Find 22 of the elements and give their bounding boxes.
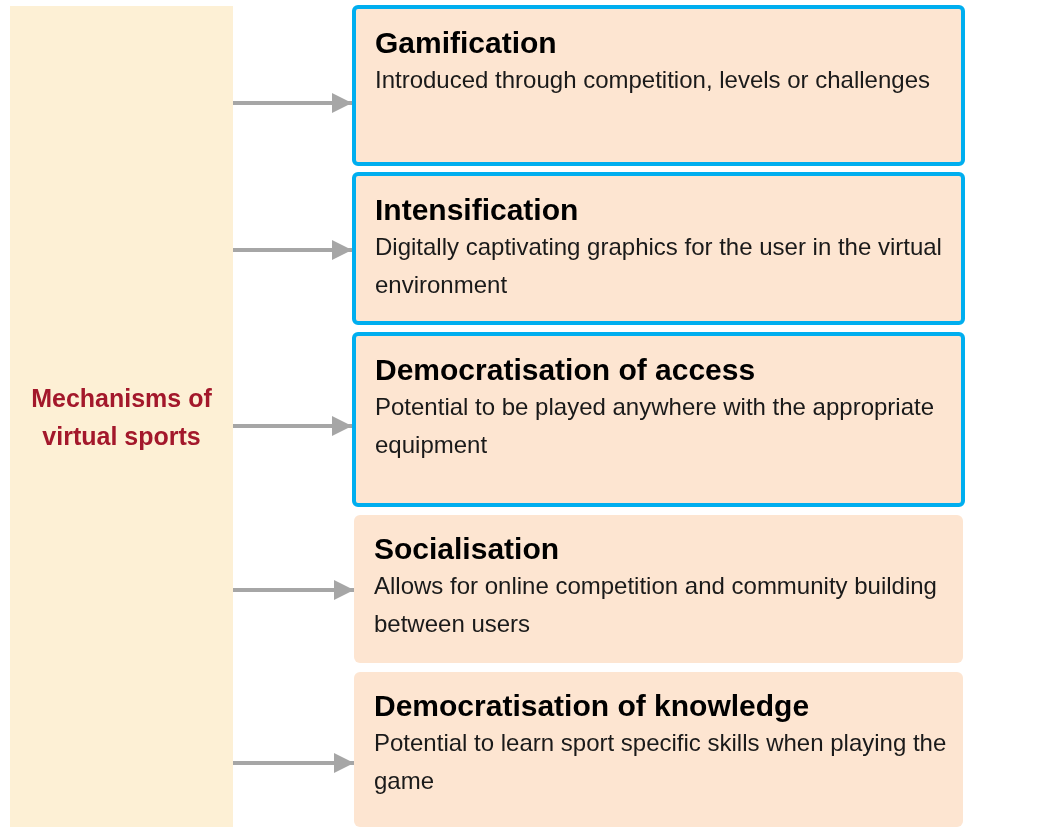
arrow xyxy=(233,580,354,600)
mechanism-description: Allows for online competition and community building between users xyxy=(374,571,938,639)
mechanism-description: Potential to be played anywhere with the appropriate equipment xyxy=(375,392,936,460)
mechanism-card xyxy=(354,672,963,827)
mechanism-card xyxy=(352,5,965,166)
arrow xyxy=(233,753,354,773)
arrow xyxy=(233,240,352,260)
mechanism-card xyxy=(352,172,965,325)
mechanism-heading: Democratisation of knowledge xyxy=(374,688,811,724)
arrow xyxy=(233,93,352,113)
mechanism-description: Digitally captivating graphics for the user in the virtual environment xyxy=(375,232,943,300)
category-band xyxy=(10,6,233,827)
mechanism-heading: Democratisation of access xyxy=(375,352,757,388)
mechanism-heading: Gamification xyxy=(375,25,558,61)
mechanism-description: Introduced through competition, levels or challenges xyxy=(375,65,931,95)
mechanism-heading: Intensification xyxy=(375,192,580,228)
category-title: Mechanisms of virtual sports xyxy=(30,382,213,452)
mechanism-description: Potential to learn sport specific skills when playing the game xyxy=(374,728,948,796)
mechanism-card xyxy=(352,332,965,507)
arrow xyxy=(233,416,352,436)
mechanism-heading: Socialisation xyxy=(374,531,561,567)
mechanism-card xyxy=(354,515,963,663)
